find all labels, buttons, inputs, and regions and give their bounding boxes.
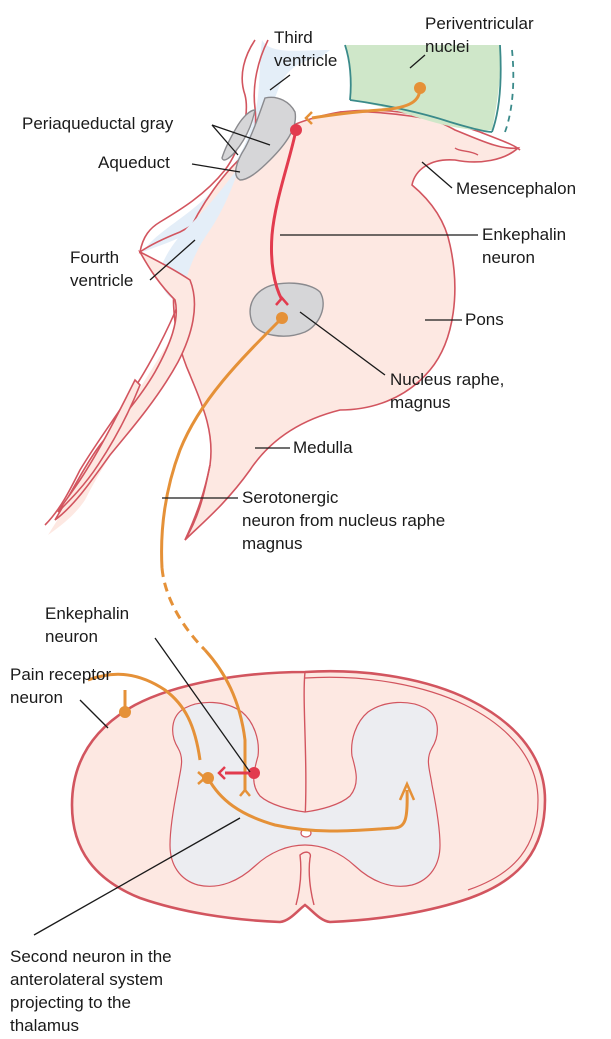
- brainstem-dorsal-edge: [45, 300, 180, 525]
- label-pons: Pons: [465, 310, 504, 329]
- serotonergic-neuron-body: [276, 312, 288, 324]
- spinal-cord: [72, 671, 545, 922]
- enkephalin-neuron-upper-body: [290, 124, 302, 136]
- serotonergic-neuron-axon-dashed: [162, 568, 205, 650]
- label-medulla: Medulla: [293, 438, 353, 457]
- label-pain-receptor-neuron: Pain receptor neuron: [10, 665, 116, 707]
- label-enkephalin-neuron-lower: Enkephalin neuron: [45, 604, 134, 646]
- label-aqueduct: Aqueduct: [98, 153, 170, 172]
- pain-receptor-soma: [119, 706, 131, 718]
- label-mesencephalon: Mesencephalon: [456, 179, 576, 198]
- leader-mesencephalon: [422, 162, 452, 188]
- leader-pain-receptor: [80, 700, 108, 728]
- spinal-cord-outline: [72, 671, 545, 922]
- periventricular-outline-dashed: [505, 50, 513, 132]
- label-second-neuron: Second neuron in the anterolateral syste…: [10, 947, 176, 1035]
- enkephalin-neuron-lower-body: [248, 767, 260, 779]
- label-enkephalin-neuron-upper: Enkephalin neuron: [482, 225, 571, 267]
- label-serotonergic-neuron: Serotonergic neuron from nucleus raphe m…: [242, 488, 450, 553]
- label-periaqueductal-gray: Periaqueductal gray: [22, 114, 174, 133]
- label-fourth-ventricle: Fourth ventricle: [70, 248, 133, 290]
- periventricular-neuron-body: [414, 82, 426, 94]
- label-third-ventricle: Third ventricle: [274, 28, 337, 70]
- nucleus-raphe-magnus: [250, 283, 323, 336]
